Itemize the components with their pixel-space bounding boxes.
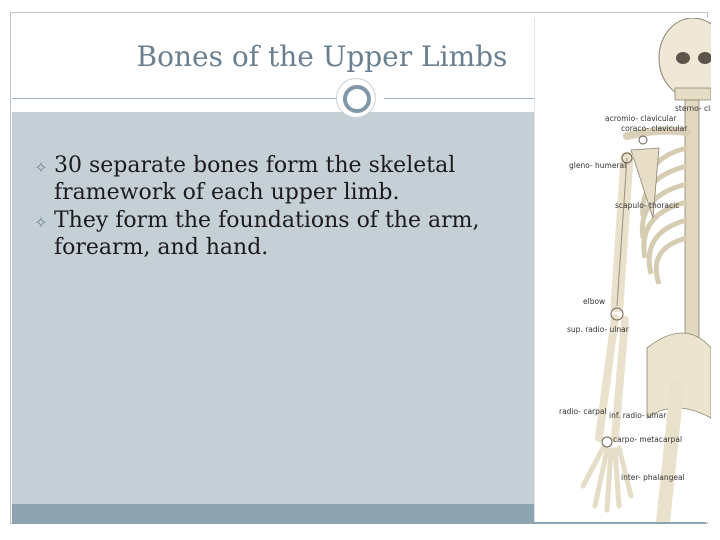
humerus-outline <box>616 157 628 307</box>
title-divider-left <box>12 98 338 99</box>
ring-inner <box>343 85 371 113</box>
ornament-bullet-icon: ✧ <box>34 213 48 232</box>
finger <box>592 447 610 509</box>
clavicle-shape <box>623 126 691 140</box>
bullet-text: They form the foundations of the arm, fo… <box>54 208 480 260</box>
joint-marker <box>610 307 624 321</box>
joint-marker <box>601 436 613 448</box>
label-gleno-humeral: gleno- humeral <box>569 161 626 170</box>
label-carpo-metacarpal: carpo- metacarpal <box>613 435 682 444</box>
label-sterno-clavicular: sterno- clavicular <box>675 104 711 113</box>
slide-title: Bones of the Upper Limbs <box>136 40 508 73</box>
rib <box>641 199 688 259</box>
label-scapulo-thoracic: scapulo- thoracic <box>615 201 679 210</box>
joint-marker <box>638 135 648 145</box>
rib <box>646 217 688 275</box>
label-coraco-clavicular: coraco- clavicular <box>621 124 688 133</box>
skeleton-figure: sterno- clavicular acromio- clavicular c… <box>534 18 711 522</box>
scapula-shape <box>630 147 660 219</box>
joint-marker <box>621 152 633 164</box>
label-acromio-clavicular: acromio- clavicular <box>605 114 677 123</box>
label-sup-radio-ulnar: sup. radio- ulnar <box>567 325 630 334</box>
label-inter-phalangeal: inter- phalangeal <box>621 473 685 482</box>
title-divider-right <box>384 98 534 99</box>
bullet-text: 30 separate bones form the skeletal fram… <box>54 153 456 205</box>
joint-markers <box>601 135 648 448</box>
eye-socket <box>676 52 690 64</box>
finger <box>616 445 634 499</box>
ornament-bullet-icon: ✧ <box>34 158 48 177</box>
bullet-item: ✧ They form the foundations of the arm, … <box>34 207 526 261</box>
label-inf-radio-ulnar: inf. radio- ulnar <box>609 411 667 420</box>
bullet-item: ✧ 30 separate bones form the skeletal fr… <box>34 152 526 206</box>
bullet-list: ✧ 30 separate bones form the skeletal fr… <box>34 152 526 262</box>
finger <box>612 447 622 509</box>
footer-bar <box>12 504 706 524</box>
pelvis-shape <box>646 332 711 419</box>
ring-divider-icon <box>336 78 376 118</box>
finger <box>604 447 614 513</box>
eye-socket <box>698 52 711 64</box>
skeleton-illustration: sterno- clavicular acromio- clavicular c… <box>559 18 711 522</box>
radius-shape <box>595 314 619 442</box>
content-panel <box>12 112 534 504</box>
hand <box>580 445 634 513</box>
femur-shape <box>656 381 684 522</box>
jaw-shape <box>674 87 711 101</box>
ulna-shape <box>611 316 629 442</box>
label-elbow: elbow <box>583 297 605 306</box>
finger <box>580 445 606 489</box>
rib <box>653 235 688 285</box>
label-radio-carpal: radio- carpal <box>559 407 607 416</box>
